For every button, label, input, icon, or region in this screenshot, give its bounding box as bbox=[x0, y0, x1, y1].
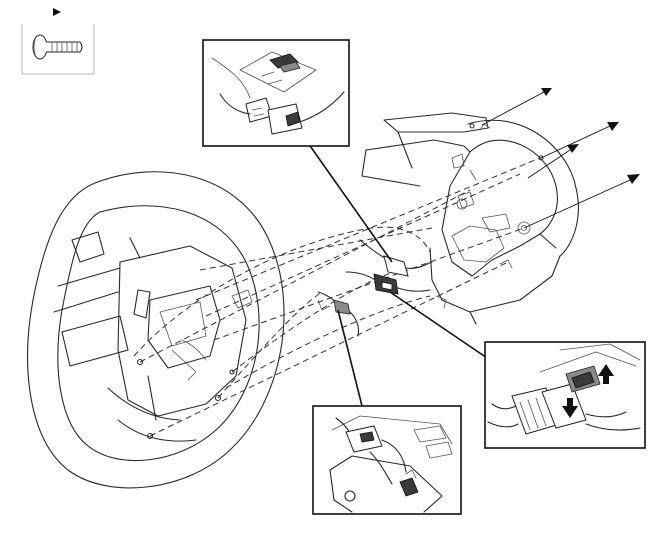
airbag-connector-release-detail bbox=[484, 341, 646, 449]
horn-connector-detail bbox=[202, 39, 350, 147]
callout-arrows bbox=[481, 88, 640, 229]
callout-arrow-4 bbox=[523, 174, 640, 229]
callout-arrow-1 bbox=[481, 88, 552, 126]
legend-arrow-marker bbox=[53, 8, 61, 16]
steering-wheel bbox=[27, 171, 285, 489]
detail-leader-lines bbox=[307, 142, 491, 407]
callout-arrow-2 bbox=[540, 122, 619, 159]
legend-box bbox=[21, 24, 95, 75]
clockspring-connector-detail bbox=[312, 405, 462, 515]
assembly-lines bbox=[133, 157, 541, 437]
callout-arrow-3 bbox=[527, 144, 579, 179]
column-wiring bbox=[317, 239, 447, 337]
screw-icon bbox=[32, 34, 83, 60]
steering-column-shroud bbox=[361, 112, 579, 325]
